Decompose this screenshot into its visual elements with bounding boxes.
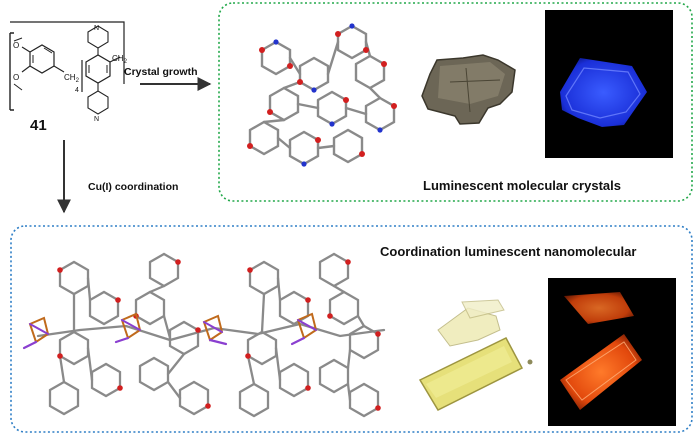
svg-text:N: N xyxy=(94,25,99,32)
crystal-photo-daylight xyxy=(421,54,516,125)
repeat-subscript: 4 xyxy=(75,87,79,94)
bottom-panel: Coordination luminescent nanomolecular xyxy=(10,225,693,433)
cu-cluster xyxy=(202,314,228,346)
coordination-polymer-structure xyxy=(22,252,386,418)
chemical-structure: O O CH2 4 CH2 N N 41 xyxy=(9,21,128,134)
ch2-right-label: CH2 xyxy=(112,54,128,65)
cu-cluster xyxy=(114,312,142,344)
svg-text:N: N xyxy=(94,116,99,123)
cu-coordination-arrow: Cu(I) coordination xyxy=(57,140,178,214)
top-panel: Luminescent molecular crystals xyxy=(218,2,693,202)
cu-coordination-label: Cu(I) coordination xyxy=(88,181,178,193)
top-panel-caption: Luminescent molecular crystals xyxy=(423,178,621,193)
crystal-growth-label: Crystal growth xyxy=(124,66,198,78)
svg-text:O: O xyxy=(13,73,19,82)
cu-cluster xyxy=(22,316,50,350)
crystal-photo-blue-emission xyxy=(545,10,673,158)
molecular-crystal-structure xyxy=(247,23,397,167)
ch2-left-label: CH2 xyxy=(64,73,80,84)
bottom-panel-caption: Coordination luminescent nanomolecular xyxy=(380,244,636,259)
crystal-photo-yellow xyxy=(418,299,533,411)
crystal-growth-arrow: Crystal growth xyxy=(124,66,212,91)
crystal-photo-orange-emission xyxy=(548,278,676,426)
compound-number: 41 xyxy=(30,117,47,134)
svg-text:O: O xyxy=(13,41,19,50)
cu-cluster xyxy=(290,312,318,346)
